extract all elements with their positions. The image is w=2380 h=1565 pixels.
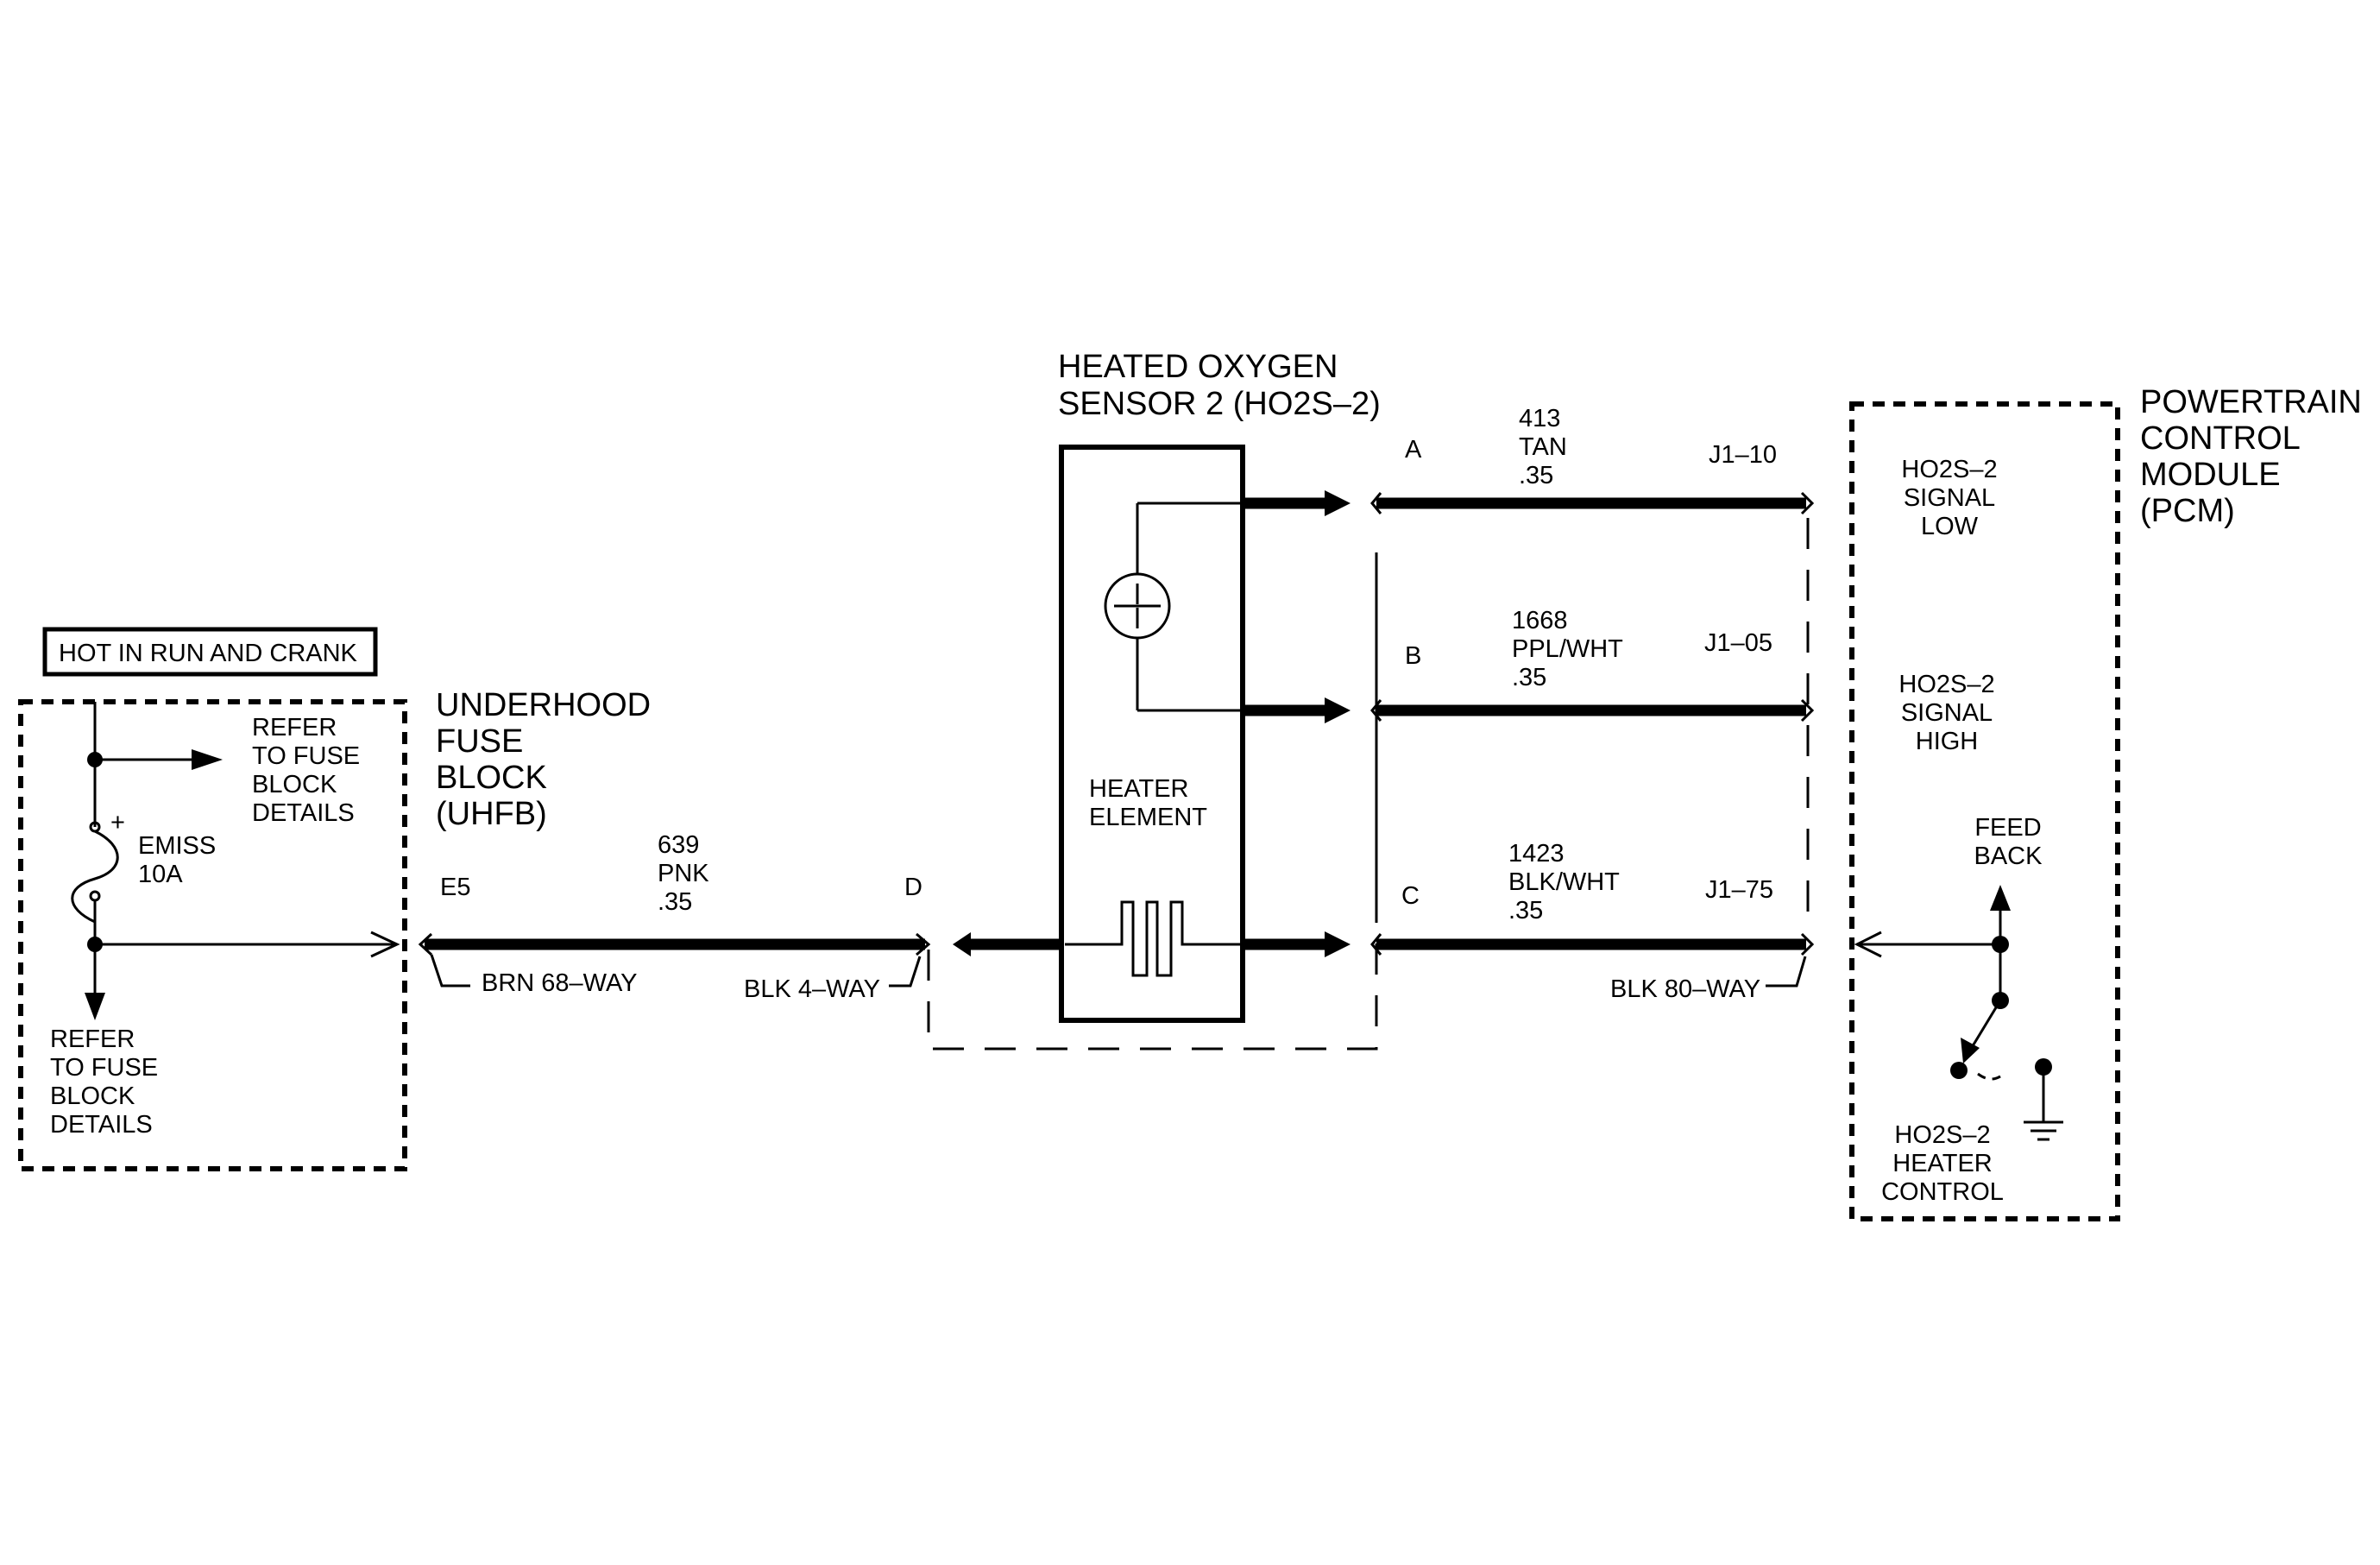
uhfb-pin-right: D: [904, 874, 922, 901]
ground-icon: [2024, 1120, 2063, 1141]
diagram-label: BLOCK: [50, 1082, 135, 1110]
feedback-label: FEED BACK: [1974, 814, 2043, 870]
heater-label-2: ELEMENT: [1089, 804, 1207, 831]
diagram-label: (UHFB): [436, 796, 547, 832]
wire-b-color: PPL/WHT: [1512, 635, 1623, 663]
diagram-label: HIGH: [1916, 728, 1979, 755]
diagram-label: HEATER: [1892, 1150, 1992, 1177]
wire-a-gauge: .35: [1519, 462, 1553, 489]
wire-b-circuit: 1668: [1512, 607, 1568, 634]
switch-contact-left: [1950, 1062, 1968, 1079]
uhfb-color: PNK: [658, 860, 709, 887]
diagram-label: FUSE: [436, 723, 523, 760]
uhfb-wire: E5 639 PNK .35 D BRN 68–WAY BLK 4–WAY: [418, 552, 1378, 1051]
heater-label-1: HEATER: [1089, 775, 1188, 803]
heater-element-icon: [1065, 900, 1243, 977]
heater-control-label: HO2S–2 HEATER CONTROL: [1881, 1121, 2004, 1206]
refer-top-arrow-icon: [192, 749, 223, 770]
feedback-arrow-icon: [1990, 885, 2011, 911]
wire-a: A 413 TAN .35 J1–10: [1243, 405, 1815, 516]
sensor-connector-outline: [927, 552, 1378, 1051]
diagram-label: SIGNAL: [1901, 699, 1993, 727]
fuse-icon: [71, 830, 119, 924]
wire-c-color: BLK/WHT: [1508, 868, 1620, 896]
wire-b: B 1668 PPL/WHT .35 J1–05: [1243, 607, 1815, 723]
diagram-label: FEED: [1974, 814, 2041, 842]
diagram-label: MODULE: [2140, 457, 2281, 493]
hot-label: HOT IN RUN AND CRANK: [59, 640, 358, 667]
wire-c-terminal: J1–75: [1705, 876, 1773, 904]
fuse-name: EMISS: [138, 832, 216, 860]
wire-c-circuit: 1423: [1508, 840, 1565, 868]
diagram-label: DETAILS: [50, 1111, 153, 1139]
heater-feed-arrow-icon: [953, 932, 971, 956]
refer-top-text: REFER TO FUSE BLOCK DETAILS: [252, 714, 360, 827]
switch-blade: [1969, 1000, 2002, 1050]
diagram-label: TO FUSE: [50, 1054, 158, 1082]
refer-bottom-arrow-icon: [85, 993, 105, 1020]
uhfb-title: UNDERHOOD FUSE BLOCK (UHFB): [436, 687, 651, 832]
signal-high-label: HO2S–2 SIGNAL HIGH: [1898, 671, 1994, 755]
sensor-title-2: SENSOR 2 (HO2S–2): [1058, 386, 1381, 422]
sensor-body: [1059, 445, 1245, 1023]
pcm-wires: A 413 TAN .35 J1–10 B 1668 PPL/WHT .35 J…: [1243, 405, 1815, 1003]
wire-b-terminal: J1–05: [1704, 629, 1772, 657]
diagram-label: CONTROL: [2140, 420, 2301, 457]
diagram-label: BACK: [1974, 842, 2043, 870]
connector-right-label: BLK 4–WAY: [744, 975, 880, 1003]
diagram-label: HO2S–2: [1898, 671, 1994, 698]
diagram-label: LOW: [1921, 513, 1979, 540]
fuse-block-outline: [18, 699, 407, 1171]
diagram-label: UNDERHOOD: [436, 687, 651, 723]
connector-right-icon: [916, 932, 931, 956]
diagram-label: BLOCK: [436, 760, 547, 796]
wire-a-color: TAN: [1519, 433, 1567, 461]
wire-a-arrow-icon: [1325, 490, 1351, 516]
wire-c-gauge: .35: [1508, 897, 1543, 924]
diagram-label: HO2S–2: [1901, 456, 1997, 483]
connector-left-icon: [418, 932, 433, 956]
hot-label-box: [42, 627, 378, 677]
diagram-label: SIGNAL: [1904, 484, 1995, 512]
diagram-label: CONTROL: [1881, 1178, 2004, 1206]
diagram-label: REFER: [50, 1025, 135, 1053]
switch-arrow-icon: [1961, 1038, 1980, 1063]
wire-b-gauge: .35: [1512, 664, 1546, 691]
wire-b-arrow-icon: [1325, 697, 1351, 723]
diagram-label: HO2S–2: [1894, 1121, 1990, 1149]
fuse-plus: +: [110, 809, 125, 836]
wire-c: C 1423 BLK/WHT .35 J1–75: [1243, 840, 1815, 957]
refer-bottom-text: REFER TO FUSE BLOCK DETAILS: [50, 1025, 158, 1139]
wire-c-arrow-icon: [1325, 931, 1351, 957]
uhfb-gauge: .35: [658, 888, 692, 916]
wire-c-pin: C: [1401, 882, 1420, 910]
wire-a-pin: A: [1405, 436, 1422, 464]
fuse-rating: 10A: [138, 861, 183, 888]
wire-a-circuit: 413: [1519, 405, 1560, 432]
diagram-label: TO FUSE: [252, 742, 360, 770]
diagram-label: DETAILS: [252, 799, 355, 827]
signal-low-label: HO2S–2 SIGNAL LOW: [1901, 456, 1997, 540]
uhfb-feed-arrow-icon: [370, 931, 400, 958]
wire-b-pin: B: [1405, 642, 1421, 670]
diagram-label: BLOCK: [252, 771, 337, 798]
sensor-title-1: HEATED OXYGEN: [1058, 349, 1338, 385]
wire-a-terminal: J1–10: [1709, 441, 1777, 469]
pcm-connector-label: BLK 80–WAY: [1610, 975, 1760, 1003]
sensor: HEATED OXYGEN SENSOR 2 (HO2S–2) HEATER E…: [1058, 349, 1381, 1023]
pcm-title: POWERTRAIN CONTROL MODULE (PCM): [2140, 384, 2362, 529]
uhfb-circuit: 639: [658, 831, 699, 859]
uhfb-pin-left: E5: [440, 874, 470, 901]
diagram-label: (PCM): [2140, 493, 2235, 529]
diagram-label: POWERTRAIN: [2140, 384, 2362, 420]
pcm-outline: [1849, 401, 2120, 1221]
fuse-block: HOT IN RUN AND CRANK REFER TO FUSE BLOCK…: [18, 627, 407, 1171]
diagram-label: REFER: [252, 714, 337, 741]
connector-left-label: BRN 68–WAY: [482, 969, 638, 997]
pcm: POWERTRAIN CONTROL MODULE (PCM) HO2S–2 S…: [1849, 384, 2362, 1221]
